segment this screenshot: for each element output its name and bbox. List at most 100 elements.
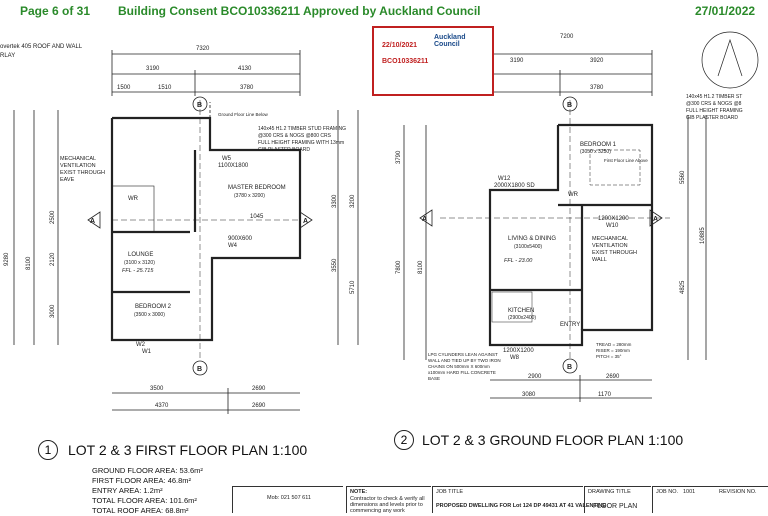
lpg-note-4: x100mm HARD FILL CONCRETE (428, 370, 496, 375)
grid-a-left-2: A (303, 218, 308, 225)
window-w8: W8 (510, 355, 520, 361)
right-mech-4: WALL (592, 257, 607, 263)
title-block-numbers: JOB NO. 1001 REVISION NO. (652, 486, 768, 513)
right-left-dim-3790: 3790 (396, 150, 402, 164)
grid-b-bottom-left: B (197, 366, 202, 373)
right-dim-3780: 3780 (590, 85, 604, 91)
master-bedroom: MASTER BEDROOM (228, 185, 286, 191)
title-block-logo: Mob: 021 507 611 (232, 486, 343, 513)
area-ground: GROUND FLOOR AREA: 53.6m² (92, 466, 203, 475)
council-logo: Auckland Council (434, 34, 466, 48)
mech-vent-2: VENTILATION (60, 163, 96, 169)
plan-2-number: 2 (394, 430, 414, 450)
job-title: PROPOSED DWELLING FOR Lot 124 DP 49431 A… (436, 503, 607, 509)
mech-vent-1: MECHANICAL (60, 156, 96, 162)
right-right-dim-10885: 10885 (700, 227, 706, 244)
left-wr: WR (128, 196, 139, 202)
left-dim-9280: 9280 (4, 252, 10, 266)
kitchen-size: (2900x2400) (508, 315, 536, 321)
right-mech-1: MECHANICAL (592, 236, 628, 242)
right-right-dim-4825: 4825 (680, 280, 686, 294)
grid-a-right-2: A (653, 216, 658, 223)
plan-1-title: LOT 2 & 3 FIRST FLOOR PLAN 1:100 (68, 442, 308, 458)
right-mech-3: EXIST THROUGH (592, 250, 637, 256)
window-w5-size: 1100X1800 (218, 163, 249, 169)
framing-note-4: GIB PLASTER BOARD (258, 147, 310, 153)
bedroom-1-size: (3050 x 3250) (580, 149, 611, 155)
left-dim-2690b: 2690 (252, 403, 266, 409)
job-no-label: JOB NO. (656, 489, 679, 495)
consent-text: Building Consent BCO10336211 Approved by… (118, 4, 481, 18)
right-mech-2: VENTILATION (592, 243, 628, 249)
framing-note-3: FULL HEIGHT FRAMING WITH 13mm (258, 140, 344, 146)
left-note-2: RLAY (0, 53, 15, 59)
lpg-note-1: LPG CYLINDERS LEAN AGAINST (428, 352, 498, 357)
living-dining: LIVING & DINING (508, 236, 556, 242)
window-w10: W10 (606, 223, 619, 229)
area-entry: ENTRY AREA: 1.2m² (92, 486, 163, 495)
window-w1: W1 (142, 349, 152, 355)
right-dim-2690: 2690 (606, 374, 620, 380)
area-total-floor: TOTAL FLOOR AREA: 101.6m² (92, 496, 197, 505)
left-dim-2500: 2500 (50, 210, 56, 224)
grid-b-top-right: B (567, 102, 572, 109)
lpg-note-5: BASE (428, 376, 440, 381)
consent-header: Page 6 of 31 Building Consent BCO1033621… (0, 0, 768, 22)
right-framing-1: 140x45 H1.2 TIMBER ST (686, 94, 742, 100)
right-dim-total: 7200 (560, 34, 574, 40)
left-dim-2120: 2120 (50, 252, 56, 266)
right-dim-5710: 5710 (350, 280, 356, 294)
right-framing-4: GIB PLASTER BOARD (686, 115, 738, 121)
area-total-roof: TOTAL ROOF AREA: 68.8m² (92, 506, 189, 515)
right-left-dim-7800: 7800 (396, 260, 402, 274)
note-header: NOTE: (350, 489, 368, 495)
lpg-note-2: WALL AND TIED UP BY TWO IRON (428, 358, 501, 363)
consent-date: 27/01/2022 (695, 4, 756, 18)
framing-note-1: 140x45 H1.2 TIMBER STUD FRAMING (258, 126, 346, 132)
right-left-dim-8100: 8100 (418, 260, 424, 274)
left-ffl: FFL - 25.715 (122, 268, 154, 274)
right-ffl: FFL - 23.00 (504, 258, 533, 264)
job-no: 1001 (683, 489, 696, 495)
stamp-date: 22/10/2021 (382, 42, 418, 49)
bedroom-2-size: (3500 x 3000) (134, 312, 165, 318)
window-w8-size: 1200X1200 (503, 348, 534, 354)
window-w10-size: 1200X1200 (598, 216, 629, 222)
right-dim-3080: 3080 (522, 392, 536, 398)
right-dim-3300: 3300 (332, 194, 338, 208)
grid-b-bottom-right: B (567, 364, 572, 371)
grid-a-left-1: A (90, 218, 95, 225)
stair-note-2: RISER = 190mm (596, 348, 630, 353)
mech-vent-4: EAVE (60, 177, 75, 183)
master-bedroom-size: (3780 x 3200) (234, 193, 265, 199)
drawing-title-label: DRAWING TITLE (588, 489, 631, 495)
area-schedule: GROUND FLOOR AREA: 53.6m² FIRST FLOOR AR… (92, 466, 203, 516)
right-dim-3550: 3550 (332, 258, 338, 272)
left-dim-3500: 3500 (150, 386, 164, 392)
first-floor-line: First Floor Line Above (604, 158, 648, 163)
title-block-drawing: DRAWING TITLE FLOOR PLAN (584, 486, 651, 513)
stamp-number: BCO10336211 (382, 58, 429, 65)
page-number: Page 6 of 31 (20, 4, 91, 18)
window-1045: 1045 (250, 214, 264, 220)
window-w5: W5 (222, 156, 232, 162)
entry: ENTRY (560, 322, 580, 328)
area-first: FIRST FLOOR AREA: 46.8m² (92, 476, 192, 485)
right-framing-2: @300 CRS & NOGS @8 (686, 101, 742, 107)
mech-vent-3: EXIST THROUGH (60, 170, 105, 176)
lpg-note-3: CHAINS ON 500mm X 600mm (428, 364, 490, 369)
contact-mobile: Mob: 021 507 611 (267, 495, 311, 501)
grid-a-right-1: A (422, 216, 427, 223)
left-dim-total: 7320 (196, 46, 210, 52)
title-block-job: JOB TITLE PROPOSED DWELLING FOR Lot 124 … (432, 486, 606, 513)
plan-1-number: 1 (38, 440, 58, 460)
right-dim-3200: 3200 (350, 194, 356, 208)
left-dim-4370: 4370 (155, 403, 169, 409)
bedroom-2: BEDROOM 2 (135, 304, 172, 310)
right-right-dim-5560: 5560 (680, 170, 686, 184)
window-w1-size: W2 (136, 342, 146, 348)
right-framing-3: FULL HEIGHT FRAMING (686, 108, 743, 114)
left-dim-2690: 2690 (252, 386, 266, 392)
stair-note-1: TREAD = 280mm (596, 342, 632, 347)
plan-2-title: LOT 2 & 3 GROUND FLOOR PLAN 1:100 (422, 432, 684, 448)
